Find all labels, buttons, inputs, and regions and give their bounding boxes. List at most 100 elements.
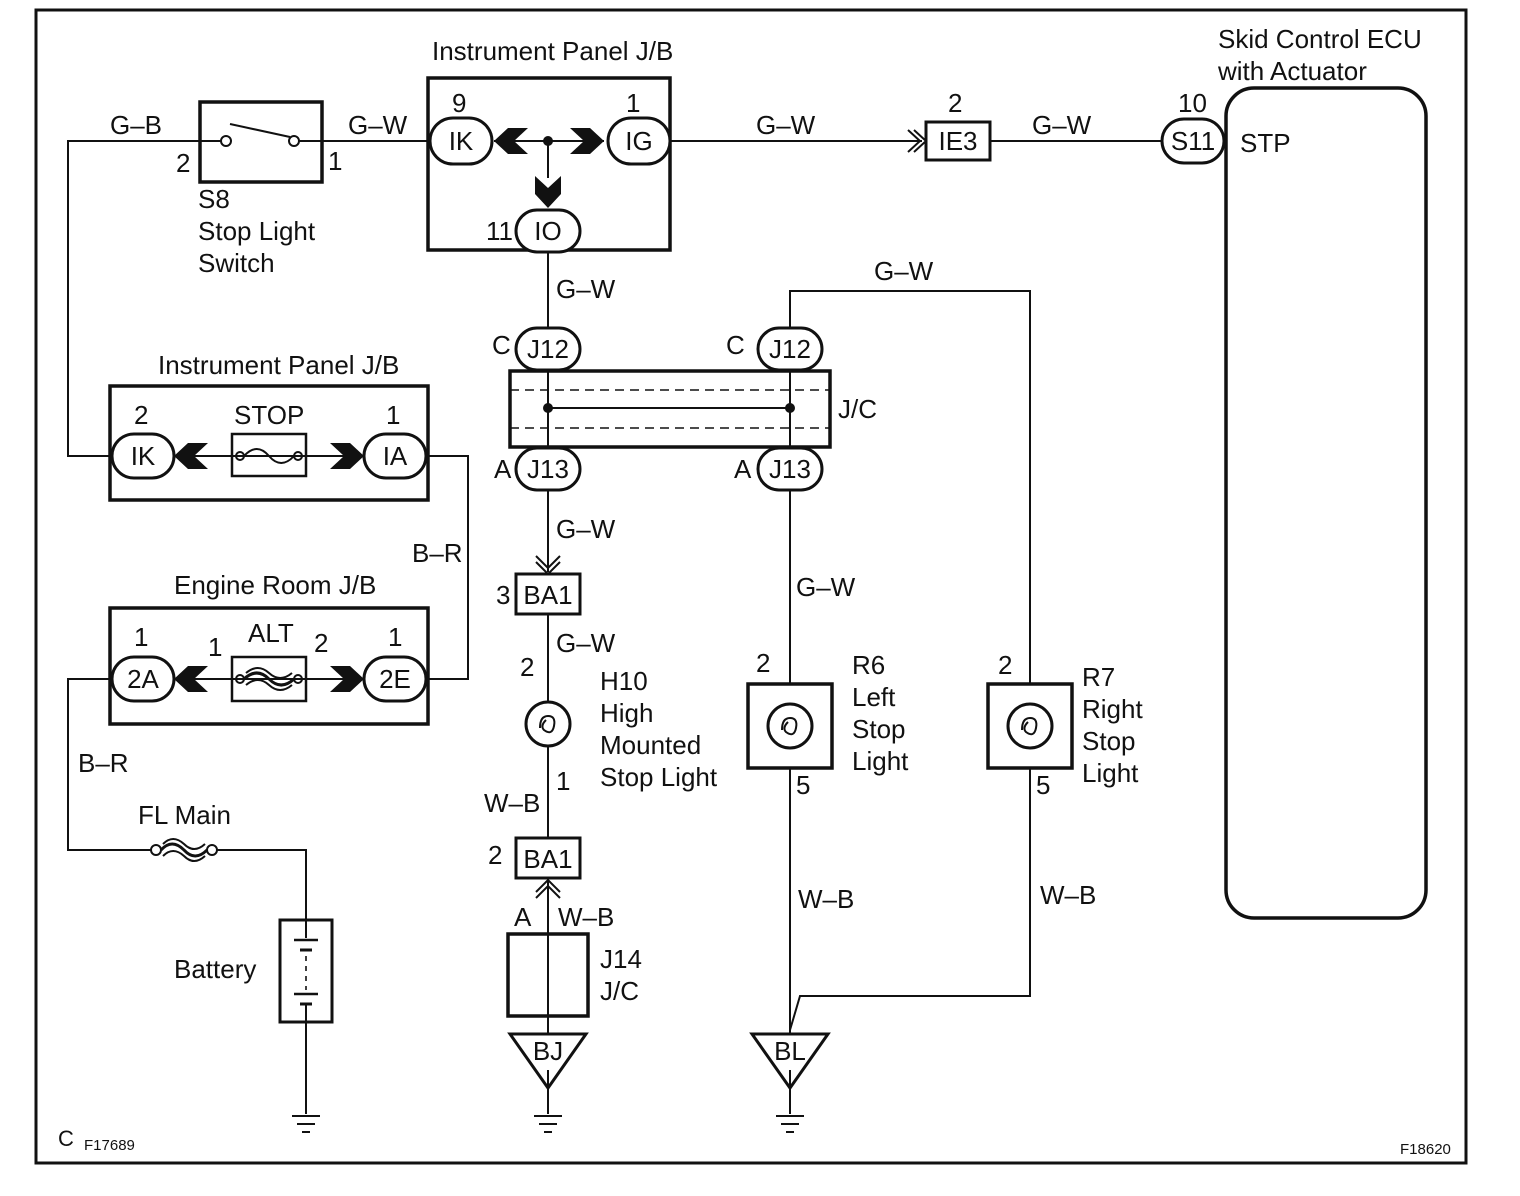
c2a-pin: 1 — [134, 622, 148, 652]
r6-pin-out: 5 — [796, 770, 810, 800]
ik-mid-connector: IK — [131, 441, 156, 471]
wire-gw-io-j12: G–W — [556, 274, 616, 304]
ground-icon-bl — [776, 1115, 804, 1133]
r7-desc-3: Light — [1082, 758, 1139, 788]
j14-pin: A — [514, 902, 532, 932]
erjb-box — [108, 606, 430, 726]
wire-gw-s8-ik: G–W — [348, 110, 408, 140]
right-stop-light-bulb — [1006, 702, 1054, 750]
wire-wb-h10: W–B — [484, 788, 540, 818]
wire-gw-ie3-s11: G–W — [1032, 110, 1092, 140]
wire-gw-j13-ba1: G–W — [556, 514, 616, 544]
ie3-pin: 2 — [948, 88, 962, 118]
r6-box — [746, 682, 834, 770]
wire-gw-ig-ie3: G–W — [756, 110, 816, 140]
stop-fuse-label: STOP — [234, 400, 304, 430]
io-top-pin: 11 — [486, 216, 513, 246]
ecu-title-1: Skid Control ECU — [1218, 24, 1422, 54]
r7-name: R7 — [1082, 662, 1115, 692]
h10-name: H10 — [600, 666, 648, 696]
ecu-pin-stp: STP — [1240, 128, 1291, 158]
io-top-arrow — [535, 176, 561, 208]
ie3-box — [924, 120, 992, 162]
ie3-connector: IE3 — [938, 126, 977, 156]
j12-right-pin: C — [726, 330, 745, 360]
h10-pin-in: 2 — [520, 652, 534, 682]
s8-name: S8 — [198, 184, 230, 214]
s11-connector: S11 — [1171, 126, 1215, 156]
h10-desc-1: High — [600, 698, 653, 728]
ba1-top-pin: 3 — [496, 580, 510, 610]
left-stop-light-bulb — [766, 702, 814, 750]
wire-wb-r6: W–B — [798, 884, 854, 914]
ik-mid-pin: 2 — [134, 400, 148, 430]
r7-desc-2: Stop — [1082, 726, 1136, 756]
r7-box — [986, 682, 1074, 770]
figure-code-left: F17689 — [84, 1137, 135, 1154]
ia-mid-pin: 1 — [386, 400, 400, 430]
r7-pin-out: 5 — [1036, 770, 1050, 800]
h10-desc-3: Stop Light — [600, 762, 718, 792]
ig-top-pin: 1 — [626, 88, 640, 118]
s8-desc-2: Switch — [198, 248, 275, 278]
h10-pin-out: 1 — [556, 766, 570, 796]
stop-light-switch — [198, 100, 324, 184]
ig-top-connector: IG — [625, 126, 652, 156]
figure-code-right: F18620 — [1400, 1141, 1451, 1158]
wire-br-2a-fl: B–R — [78, 748, 129, 778]
j13-left-connector: J13 — [527, 454, 569, 484]
battery-icon — [278, 918, 334, 1024]
s8-pin-1: 1 — [328, 146, 342, 176]
ik-top-pin: 9 — [452, 88, 466, 118]
ba1-bottom-connector: BA1 — [523, 844, 572, 874]
ipjb-top-title: Instrument Panel J/B — [432, 36, 673, 66]
r6-desc-1: Left — [852, 682, 896, 712]
corner-c-label: C — [58, 1126, 74, 1151]
ig-top-arrow — [570, 128, 604, 154]
ipjb-mid-box — [108, 384, 430, 502]
r7-pin-in: 2 — [998, 650, 1012, 680]
j12-right-connector: J12 — [769, 334, 811, 364]
wire-gw-top-right: G–W — [874, 256, 934, 286]
fl-main-label: FL Main — [138, 800, 231, 830]
j12-left-pin: C — [492, 330, 511, 360]
ba1-bottom-pin: 2 — [488, 840, 502, 870]
ground-icon-bj — [534, 1115, 562, 1133]
c2e-pin: 1 — [388, 622, 402, 652]
j14-desc: J/C — [600, 976, 639, 1006]
r6-pin-in: 2 — [756, 648, 770, 678]
wires — [67, 140, 1162, 1114]
j12-left-connector: J12 — [527, 334, 569, 364]
r6-desc-2: Stop — [852, 714, 906, 744]
alt-out-pin: 2 — [314, 628, 328, 658]
wire-gw-ba1-h10: G–W — [556, 628, 616, 658]
wire-gw-j13-r6: G–W — [796, 572, 856, 602]
ie3-chevron — [907, 129, 922, 153]
bj-ground-point — [507, 1032, 589, 1091]
alt-in-pin: 1 — [208, 632, 222, 662]
r7-desc-1: Right — [1082, 694, 1143, 724]
io-top-connector: IO — [534, 216, 561, 246]
alt-fuse-icon — [230, 655, 308, 703]
j13-right-pin: A — [734, 454, 752, 484]
bl-ground-point — [749, 1032, 831, 1091]
high-mounted-stop-light-bulb — [524, 700, 572, 748]
ba1-top-connector: BA1 — [523, 580, 572, 610]
wire-gb-s8: G–B — [110, 110, 162, 140]
wire-wb-j14: W–B — [558, 902, 614, 932]
h10-desc-2: Mounted — [600, 730, 701, 760]
fl-main-fusible-link-icon — [150, 838, 218, 862]
jc-label: J/C — [838, 394, 877, 424]
c2e-connector: 2E — [379, 664, 411, 694]
wire-br-ia-2e: B–R — [412, 538, 463, 568]
s8-desc-1: Stop Light — [198, 216, 316, 246]
ground-icon-battery — [292, 1115, 320, 1133]
bl-connector: BL — [774, 1036, 806, 1066]
ik-top-arrow — [494, 128, 528, 154]
j14-box — [506, 932, 590, 1018]
ipjb-mid-title: Instrument Panel J/B — [158, 350, 399, 380]
j14-name: J14 — [600, 944, 642, 974]
ia-mid-connector: IA — [383, 441, 408, 471]
erjb-title: Engine Room J/B — [174, 570, 376, 600]
